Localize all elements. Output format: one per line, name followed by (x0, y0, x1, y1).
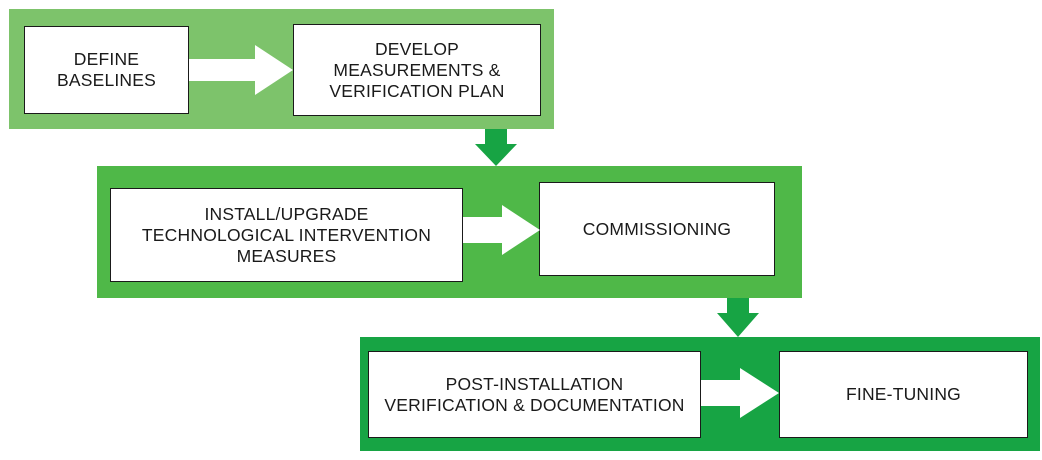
step-install-upgrade: INSTALL/UPGRADE TECHNOLOGICAL INTERVENTI… (110, 188, 463, 282)
step-develop-mv-plan-label: DEVELOP MEASUREMENTS & VERIFICATION PLAN (329, 38, 505, 101)
step-fine-tuning-label: FINE-TUNING (846, 384, 961, 404)
step-post-installation-label: POST-INSTALLATION VERIFICATION & DOCUMEN… (384, 373, 685, 415)
arrow-down-icon (717, 298, 759, 337)
step-define-baselines-label: DEFINE BASELINES (56, 49, 157, 90)
step-develop-mv-plan: DEVELOP MEASUREMENTS & VERIFICATION PLAN (293, 24, 541, 116)
step-commissioning: COMMISSIONING (539, 182, 775, 276)
arrow-right-icon (189, 45, 293, 95)
arrow-down-icon (475, 129, 517, 166)
step-fine-tuning: FINE-TUNING (779, 351, 1028, 438)
step-post-installation: POST-INSTALLATION VERIFICATION & DOCUMEN… (368, 351, 701, 438)
step-define-baselines: DEFINE BASELINES (24, 26, 189, 114)
step-commissioning-label: COMMISSIONING (582, 218, 732, 239)
step-install-upgrade-label: INSTALL/UPGRADE TECHNOLOGICAL INTERVENTI… (141, 203, 432, 266)
arrow-right-icon (463, 205, 540, 255)
arrow-right-icon (701, 368, 779, 418)
